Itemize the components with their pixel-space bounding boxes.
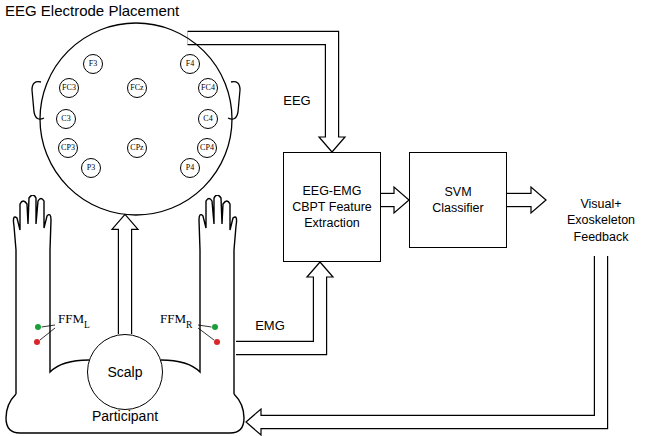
eeg-electrode: CPz [127, 138, 147, 158]
eeg-electrode: FCz [127, 78, 147, 98]
eeg-electrode: P4 [180, 158, 200, 178]
electrode-name: FFM [58, 312, 84, 327]
eeg-electrode: FC4 [198, 78, 218, 98]
block-arrow [507, 187, 546, 213]
scalp-circle: Scalp [87, 334, 163, 410]
signal-label: EEG [281, 93, 312, 108]
arrow-head [531, 187, 546, 213]
block-arrow [236, 262, 333, 348]
scalp-label: Scalp [107, 364, 142, 380]
eeg-electrode: C4 [198, 109, 218, 129]
arrow-shaft-fill [381, 194, 396, 206]
signal-label: EMG [253, 318, 287, 333]
arrow-shaft-fill [119, 227, 131, 334]
output-node: Visual+ Exoskeleton Feedback [548, 188, 650, 253]
arrow-shaft-outline [261, 256, 601, 422]
arrow-head [112, 214, 138, 229]
box-label: SVM Classifier [427, 184, 489, 217]
electrode-label: F4 [186, 60, 194, 68]
output-label: Visual+ Exoskeleton Feedback [556, 196, 646, 245]
leader-line [40, 328, 55, 340]
electrode-label: P3 [87, 164, 95, 172]
arrow-shaft-outline [188, 38, 333, 137]
block-arrow [246, 256, 601, 435]
participant-body: Participant Scalp [0, 195, 250, 436]
electrode-subscript: R [186, 320, 192, 331]
arrow-shaft-outline [236, 277, 320, 348]
electrode-label: FC4 [201, 84, 215, 92]
eeg-electrode: C3 [56, 109, 76, 129]
arrow-head [307, 262, 333, 277]
eeg-electrode: F4 [180, 54, 200, 74]
participant-label: Participant [0, 408, 250, 424]
electrode-label: FC3 [62, 84, 76, 92]
emg-electrode-dot [35, 324, 41, 330]
electrode-label: CPz [130, 144, 143, 152]
arrow-head [394, 187, 409, 213]
emg-electrode-dot [34, 339, 40, 345]
arrow-shaft-fill [507, 194, 533, 206]
electrode-label: P4 [186, 164, 194, 172]
head-outline: EEG Electrode PlacementF3 F4FC3 FCz FC4C3 C4… [0, 0, 270, 222]
diagram-title: EEG Electrode Placement [5, 2, 179, 19]
eeg-electrode: CP4 [197, 138, 217, 158]
electrode-label: F3 [89, 60, 97, 68]
arrow-shaft-fill [259, 256, 601, 422]
box-label: EEG-EMG CBPT Feature Extraction [292, 183, 372, 232]
electrode-label: C4 [203, 115, 212, 123]
ear [228, 82, 240, 119]
arrow-head [319, 137, 345, 152]
electrode-label: C3 [61, 115, 70, 123]
electrode-label: CP4 [200, 144, 214, 152]
arrow-shaft-fill [236, 275, 320, 348]
block-arrow [381, 187, 409, 213]
block-arrow [188, 38, 346, 152]
eeg-electrode: P3 [81, 158, 101, 178]
electrode-name: FFM [160, 312, 186, 327]
block-arrow [112, 214, 138, 334]
ear [32, 82, 44, 119]
arrow-head [246, 409, 261, 435]
eeg-electrode: CP3 [58, 138, 78, 158]
participant-outline [6, 195, 244, 433]
eeg-electrode: F3 [83, 54, 103, 74]
process-box: EEG-EMG CBPT Feature Extraction [283, 152, 381, 262]
electrode-subscript: L [84, 320, 90, 331]
head-outline-svg [0, 0, 270, 222]
emg-electrode-dot [214, 339, 220, 345]
electrode-label: FCz [130, 84, 143, 92]
head-circle [40, 23, 232, 215]
leader-line [42, 325, 56, 327]
electrode-label: CP3 [61, 144, 75, 152]
emg-electrode-dot [212, 324, 218, 330]
process-box: SVM Classifier [409, 152, 507, 248]
arrow-shaft-fill [188, 38, 333, 139]
eeg-electrode: FC3 [59, 78, 79, 98]
